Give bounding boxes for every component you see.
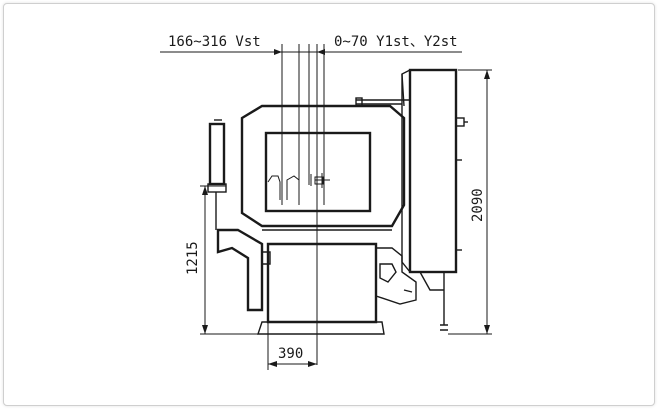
left-chute <box>207 119 271 312</box>
y-stroke-label: 0~70 Y1st、Y2st <box>334 34 458 50</box>
top-dimension: 166~316 Vst 0~70 Y1st、Y2st <box>160 34 462 55</box>
width-390-label: 390 <box>278 346 303 362</box>
drawing-frame <box>3 3 655 406</box>
stroke-guides <box>281 44 325 365</box>
dim-1215: 1215 <box>185 185 258 335</box>
side-column <box>355 68 468 331</box>
height-1215-label: 1215 <box>185 241 201 275</box>
dim-2090: 2090 <box>448 69 492 335</box>
machine-base <box>257 242 417 335</box>
height-2090-label: 2090 <box>470 188 486 222</box>
machine-head <box>240 104 406 231</box>
dim-390: 390 <box>267 322 317 370</box>
vst-range-label: 166~316 Vst <box>168 34 261 50</box>
view-window <box>264 131 372 213</box>
